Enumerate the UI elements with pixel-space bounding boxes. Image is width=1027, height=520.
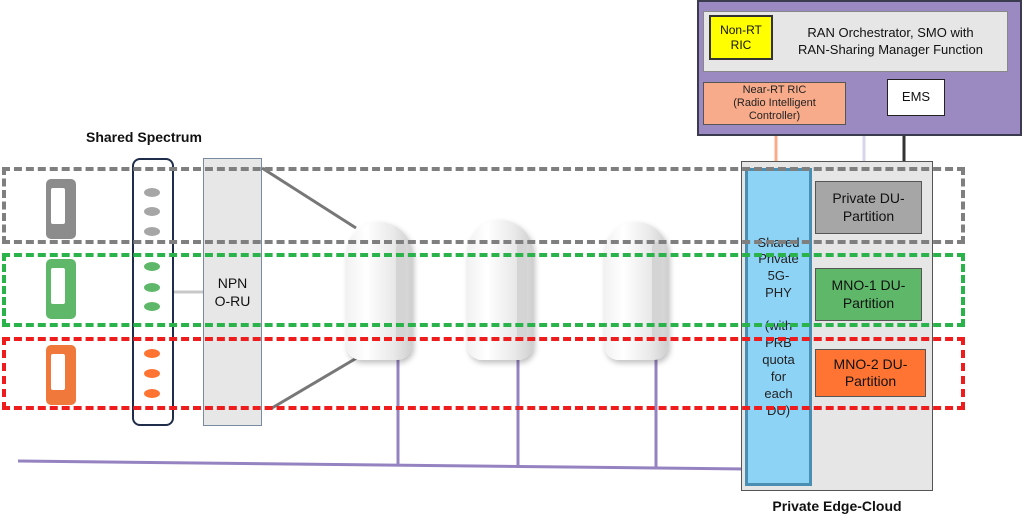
spectrum-slot-green (144, 262, 160, 271)
mno1-slice-boundary (2, 253, 965, 327)
private-edge-cloud-label: Private Edge-Cloud (772, 498, 902, 514)
npn-o-ru-label: NPN O-RU (203, 274, 262, 310)
mno2-du-partition-box: MNO-2 DU- Partition (815, 349, 926, 397)
mno1-du-partition-box: MNO-1 DU- Partition (815, 268, 922, 321)
private-du-partition-box: Private DU- Partition (815, 181, 922, 234)
orchestrator-line2: RAN-Sharing Manager Function (798, 41, 983, 57)
non-rt-line2: RIC (730, 37, 752, 52)
private-du-line2: Partition (842, 207, 895, 224)
ru-to-ap-upper-line (261, 166, 357, 230)
shared-spectrum-bracket (132, 158, 174, 426)
near-rt-line2: (Radio Intelligent (733, 96, 816, 109)
npn-label-line: NPN (217, 275, 248, 291)
mno1-du-line1: MNO-1 DU- (831, 277, 906, 293)
near-rt-line1: Near-RT RIC (742, 83, 807, 96)
phy-text-line: 5G- (767, 268, 790, 284)
phy-text-line: quota (762, 351, 795, 367)
ems-box: EMS (887, 79, 945, 116)
mno2-slice-boundary (2, 337, 965, 410)
phone-icon-mno2 (46, 345, 76, 405)
o-ru-label-line: O-RU (214, 293, 251, 310)
spectrum-slot-grey (144, 207, 160, 216)
phy-text-line: PHY (765, 285, 792, 301)
mno2-du-line1: MNO-2 DU- (833, 355, 908, 372)
spectrum-slot-green (144, 283, 160, 292)
spectrum-slot-green (144, 302, 160, 311)
spectrum-slot-orange (144, 349, 160, 358)
private-slice-boundary (2, 167, 965, 244)
mno1-du-line2: Partition (842, 294, 895, 311)
phy-text-line: for (770, 368, 787, 384)
near-rt-ric-box: Near-RT RIC (Radio Intelligent Controlle… (703, 82, 846, 125)
orchestrator-line1: RAN Orchestrator, SMO with (807, 25, 974, 41)
private-du-line1: Private DU- (832, 190, 905, 206)
spectrum-slot-orange (144, 369, 160, 378)
spectrum-slot-orange (144, 389, 160, 398)
backhaul-line (17, 459, 747, 471)
ru-to-ap-lower-line (271, 354, 361, 410)
spectrum-slot-grey (144, 188, 160, 197)
non-rt-ric-box: Non-RT RIC (709, 15, 773, 60)
shared-private-5g-phy-box: Shared Private 5G- PHY (with PRB quota f… (745, 168, 812, 486)
phone-icon-mno1 (46, 259, 76, 319)
mno2-du-line2: Partition (844, 373, 897, 389)
phy-text-line: each (764, 385, 793, 401)
shared-spectrum-label: Shared Spectrum (86, 129, 202, 145)
npn-o-ru-box (203, 158, 262, 426)
non-rt-line1: Non-RT (720, 22, 762, 37)
near-rt-line3: Controller) (748, 110, 801, 123)
spectrum-slot-grey (144, 227, 160, 236)
phone-icon-private (46, 179, 76, 239)
